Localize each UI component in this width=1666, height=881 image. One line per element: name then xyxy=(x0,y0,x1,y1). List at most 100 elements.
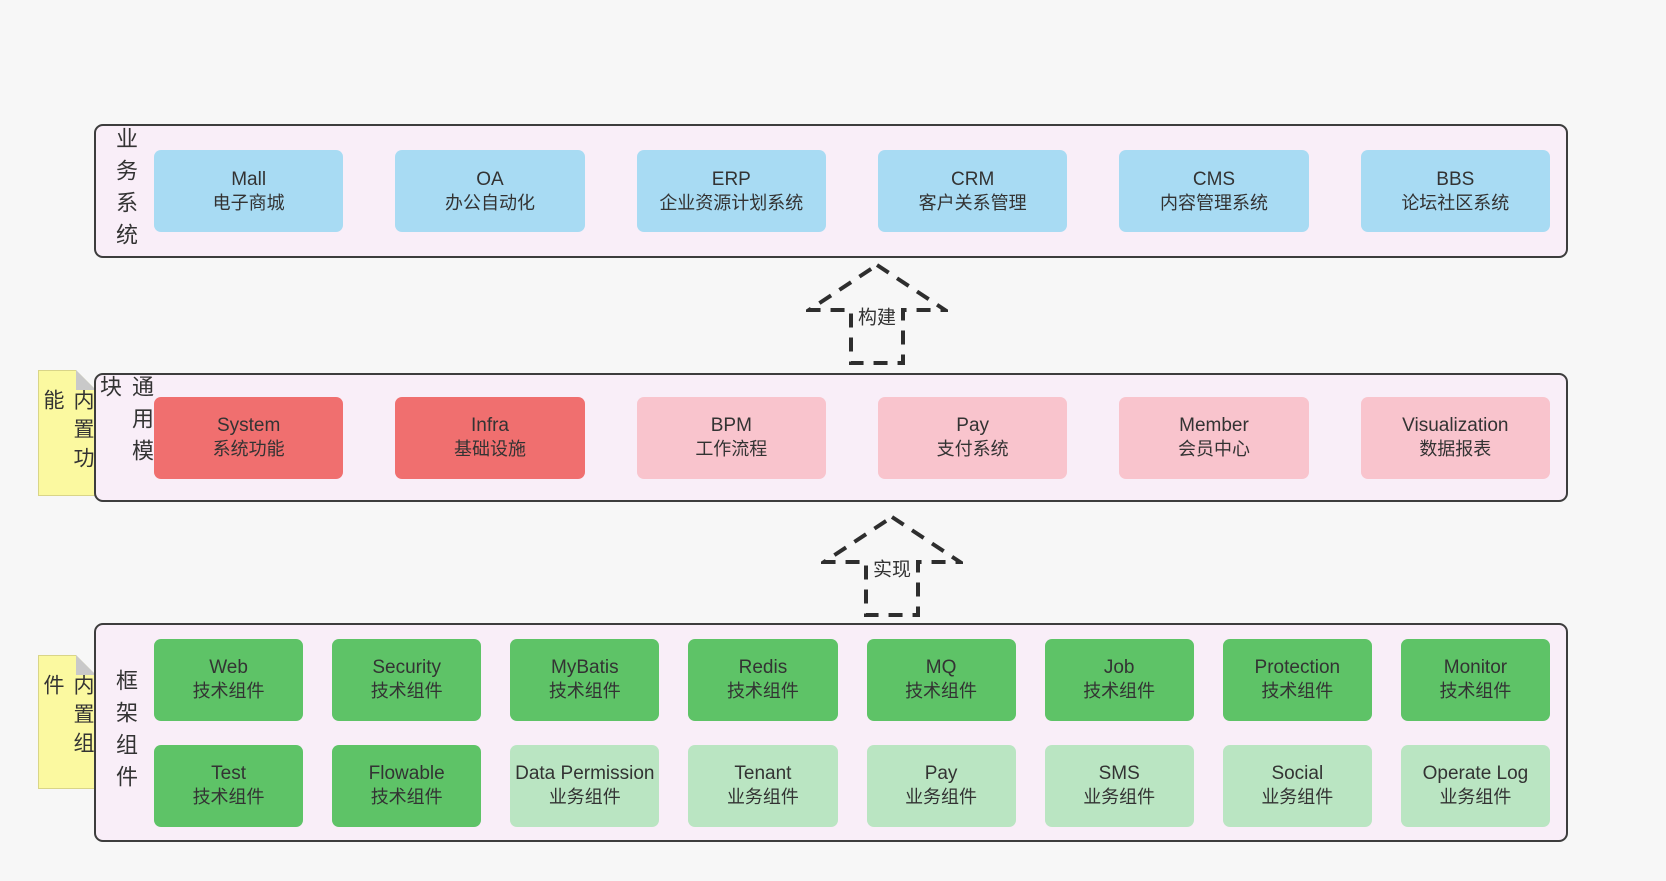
box-desc-text: 系统功能 xyxy=(212,439,285,460)
box-desc-text: 业务组件 xyxy=(905,787,978,808)
box-desc-text: 电子商城 xyxy=(212,192,285,213)
box-desc-text: 支付系统 xyxy=(936,439,1009,460)
box-name-text: Monitor xyxy=(1443,657,1508,679)
box-name-text: Security xyxy=(372,657,441,679)
box-desc-text: 技术组件 xyxy=(1083,681,1156,702)
box-desc-text: 论坛社区系统 xyxy=(1401,192,1510,213)
box-name-text: Operate Log xyxy=(1422,763,1529,785)
box-name-text: BBS xyxy=(1436,168,1475,190)
arrow-implement-label: 实现 xyxy=(869,553,915,583)
layer-framework-label: 框架组件 xyxy=(113,668,138,797)
box-name-text: Mall xyxy=(231,168,267,190)
box-sms: SMS 业务组件 xyxy=(1044,744,1194,827)
box-data-permission: Data Permission 业务组件 xyxy=(510,744,660,827)
box-desc-text: 业务组件 xyxy=(1261,787,1334,808)
box-cms: CMS 内容管理系统 xyxy=(1119,150,1309,232)
box-name-text: CMS xyxy=(1192,168,1236,190)
layer-framework-components: 框架组件 Web 技术组件 Security 技术组件 MyBatis 技术组件… xyxy=(94,623,1568,842)
box-name-text: OA xyxy=(476,168,504,190)
box-desc-text: 技术组件 xyxy=(192,681,265,702)
box-pay-module: Pay 支付系统 xyxy=(877,396,1068,479)
box-tenant: Tenant 业务组件 xyxy=(688,744,838,827)
box-desc-text: 数据报表 xyxy=(1419,439,1492,460)
box-flowable: Flowable 技术组件 xyxy=(332,744,482,827)
box-desc-text: 内容管理系统 xyxy=(1159,192,1268,213)
box-test: Test 技术组件 xyxy=(154,744,304,827)
box-web: Web 技术组件 xyxy=(154,638,304,721)
box-crm: CRM 客户关系管理 xyxy=(877,150,1068,232)
box-pay-component: Pay 业务组件 xyxy=(866,744,1016,827)
box-desc-text: 技术组件 xyxy=(726,681,799,702)
layer-modules-label: 通用模块 xyxy=(97,375,154,471)
layer-business-label: 业务系统 xyxy=(113,127,138,255)
box-desc-text: 客户关系管理 xyxy=(918,192,1027,213)
box-name-text: Pay xyxy=(956,415,990,437)
business-boxes-row: Mall 电子商城 OA 办公自动化 ERP 企业资源计划系统 CRM 客户关系… xyxy=(154,150,1566,232)
box-desc-text: 会员中心 xyxy=(1177,439,1250,460)
box-mall: Mall 电子商城 xyxy=(154,150,344,232)
arrow-up-dashed-icon xyxy=(806,262,948,365)
box-name-text: Visualization xyxy=(1402,415,1509,437)
box-desc-text: 业务组件 xyxy=(548,787,621,808)
box-desc-text: 技术组件 xyxy=(548,681,621,702)
box-name-text: Infra xyxy=(470,415,509,437)
box-name-text: ERP xyxy=(711,168,751,190)
box-desc-text: 办公自动化 xyxy=(444,192,535,213)
sticky-note-builtin-components: 内置组件 xyxy=(38,655,96,789)
box-monitor: Monitor 技术组件 xyxy=(1400,638,1550,721)
box-desc-text: 技术组件 xyxy=(370,787,443,808)
box-name-text: BPM xyxy=(710,415,752,437)
sticky-note-text: 内置组件 xyxy=(41,674,94,761)
box-desc-text: 业务组件 xyxy=(1083,787,1156,808)
modules-boxes-row: System 系统功能 Infra 基础设施 BPM 工作流程 Pay 支付系统… xyxy=(154,396,1566,479)
layer-common-modules: 通用模块 System 系统功能 Infra 基础设施 BPM 工作流程 Pay… xyxy=(94,373,1568,502)
box-bpm: BPM 工作流程 xyxy=(636,396,826,479)
box-desc-text: 技术组件 xyxy=(1439,681,1512,702)
box-name-text: Job xyxy=(1103,657,1135,679)
box-operate-log: Operate Log 业务组件 xyxy=(1400,744,1550,827)
arrow-implement: 实现 xyxy=(821,514,963,618)
box-name-text: Social xyxy=(1271,763,1324,785)
box-name-text: System xyxy=(216,415,281,437)
box-desc-text: 技术组件 xyxy=(1261,681,1334,702)
arrow-build: 构建 xyxy=(806,262,948,366)
box-desc-text: 技术组件 xyxy=(192,787,265,808)
box-system: System 系统功能 xyxy=(154,396,344,479)
box-security: Security 技术组件 xyxy=(332,638,482,721)
box-name-text: CRM xyxy=(951,168,995,190)
box-name-text: Data Permission xyxy=(515,763,655,785)
box-name-text: Flowable xyxy=(368,763,445,785)
box-oa: OA 办公自动化 xyxy=(395,150,585,232)
box-desc-text: 技术组件 xyxy=(905,681,978,702)
box-protection: Protection 技术组件 xyxy=(1222,638,1372,721)
box-desc-text: 业务组件 xyxy=(1439,787,1512,808)
box-name-text: MQ xyxy=(925,657,957,679)
box-redis: Redis 技术组件 xyxy=(688,638,838,721)
box-desc-text: 基础设施 xyxy=(453,439,526,460)
box-desc-text: 工作流程 xyxy=(695,439,768,460)
sticky-note-text: 内置功能 xyxy=(41,389,94,476)
box-visualization: Visualization 数据报表 xyxy=(1360,396,1550,479)
box-name-text: SMS xyxy=(1098,763,1140,785)
arrow-build-label: 构建 xyxy=(854,301,900,331)
box-job: Job 技术组件 xyxy=(1044,638,1194,721)
box-name-text: Protection xyxy=(1254,657,1341,679)
box-social: Social 业务组件 xyxy=(1222,744,1372,827)
box-name-text: Pay xyxy=(924,763,958,785)
box-mybatis: MyBatis 技术组件 xyxy=(510,638,660,721)
box-name-text: MyBatis xyxy=(551,657,619,679)
box-name-text: Redis xyxy=(738,657,788,679)
box-member: Member 会员中心 xyxy=(1119,396,1309,479)
box-name-text: Member xyxy=(1179,415,1249,437)
box-name-text: Web xyxy=(209,657,248,679)
framework-boxes-grid: Web 技术组件 Security 技术组件 MyBatis 技术组件 Redi… xyxy=(154,638,1566,827)
box-infra: Infra 基础设施 xyxy=(395,396,585,479)
layer-business-systems: 业务系统 Mall 电子商城 OA 办公自动化 ERP 企业资源计划系统 CRM… xyxy=(94,124,1568,258)
arrow-up-dashed-icon xyxy=(821,514,963,617)
box-desc-text: 技术组件 xyxy=(370,681,443,702)
box-desc-text: 企业资源计划系统 xyxy=(659,192,804,213)
sticky-note-builtin-features: 内置功能 xyxy=(38,370,96,496)
box-desc-text: 业务组件 xyxy=(726,787,799,808)
box-erp: ERP 企业资源计划系统 xyxy=(636,150,826,232)
